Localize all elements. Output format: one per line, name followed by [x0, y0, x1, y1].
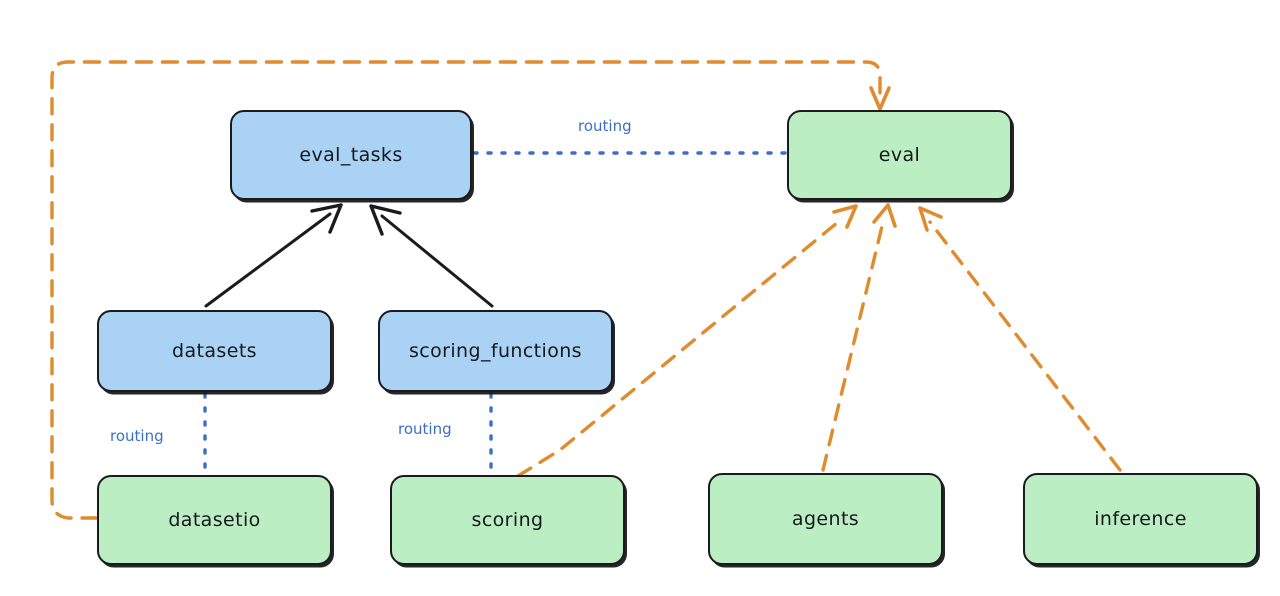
node-inference[interactable]: inference	[1023, 473, 1258, 565]
edge-scoring-to-eval	[516, 204, 858, 478]
node-label: eval	[878, 144, 921, 166]
edge-agents-to-eval	[821, 203, 897, 472]
edge-inference-to-eval	[918, 206, 1122, 472]
node-scoring-functions[interactable]: scoring_functions	[378, 310, 613, 392]
node-label: eval_tasks	[299, 144, 403, 166]
node-eval-tasks[interactable]: eval_tasks	[230, 110, 472, 200]
node-label: inference	[1094, 508, 1187, 530]
edge-label-routing-eval-tasks-eval: routing	[578, 117, 632, 135]
node-eval[interactable]: eval	[787, 110, 1012, 200]
edge-datasets-to-eval_tasks	[204, 203, 343, 308]
node-scoring[interactable]: scoring	[390, 475, 625, 565]
node-label: scoring_functions	[409, 340, 582, 362]
node-label: scoring	[471, 509, 544, 531]
node-label: agents	[791, 508, 860, 530]
edge-scoringfn-to-eval_tasks	[369, 204, 494, 308]
edge-label-routing-scoring-functions-scoring: routing	[398, 420, 452, 438]
node-datasetio[interactable]: datasetio	[97, 475, 332, 565]
node-datasets[interactable]: datasets	[97, 310, 332, 392]
edge-label-routing-datasets-datasetio: routing	[110, 427, 164, 445]
node-label: datasetio	[168, 509, 261, 531]
node-agents[interactable]: agents	[708, 473, 943, 565]
node-label: datasets	[172, 340, 257, 362]
edge-datasetio-to-eval	[50, 60, 891, 520]
